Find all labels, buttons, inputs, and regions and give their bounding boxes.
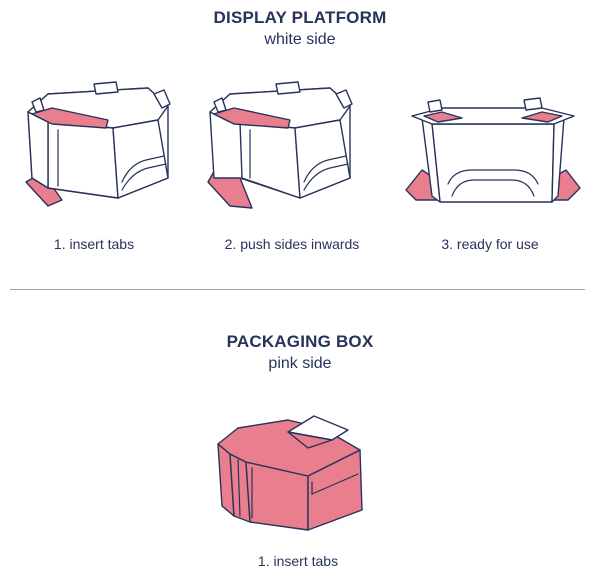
step3-ready-for-use-illustration — [405, 97, 581, 203]
step2-push-sides-illustration — [207, 81, 353, 209]
step1-insert-tabs-illustration — [25, 81, 171, 207]
step1-caption: 1. insert tabs — [53, 236, 135, 252]
packaging-box-title: PACKAGING BOX — [226, 332, 374, 351]
section-divider — [10, 289, 585, 290]
display-platform-subtitle: white side — [264, 31, 336, 48]
step3-caption: 3. ready for use — [441, 236, 539, 252]
packaging-box-subtitle: pink side — [268, 355, 332, 372]
packaging-box-illustration — [217, 415, 363, 531]
display-platform-title: DISPLAY PLATFORM — [213, 8, 387, 27]
packaging-step1-caption: 1. insert tabs — [257, 553, 339, 569]
step2-caption: 2. push sides inwards — [224, 236, 360, 252]
